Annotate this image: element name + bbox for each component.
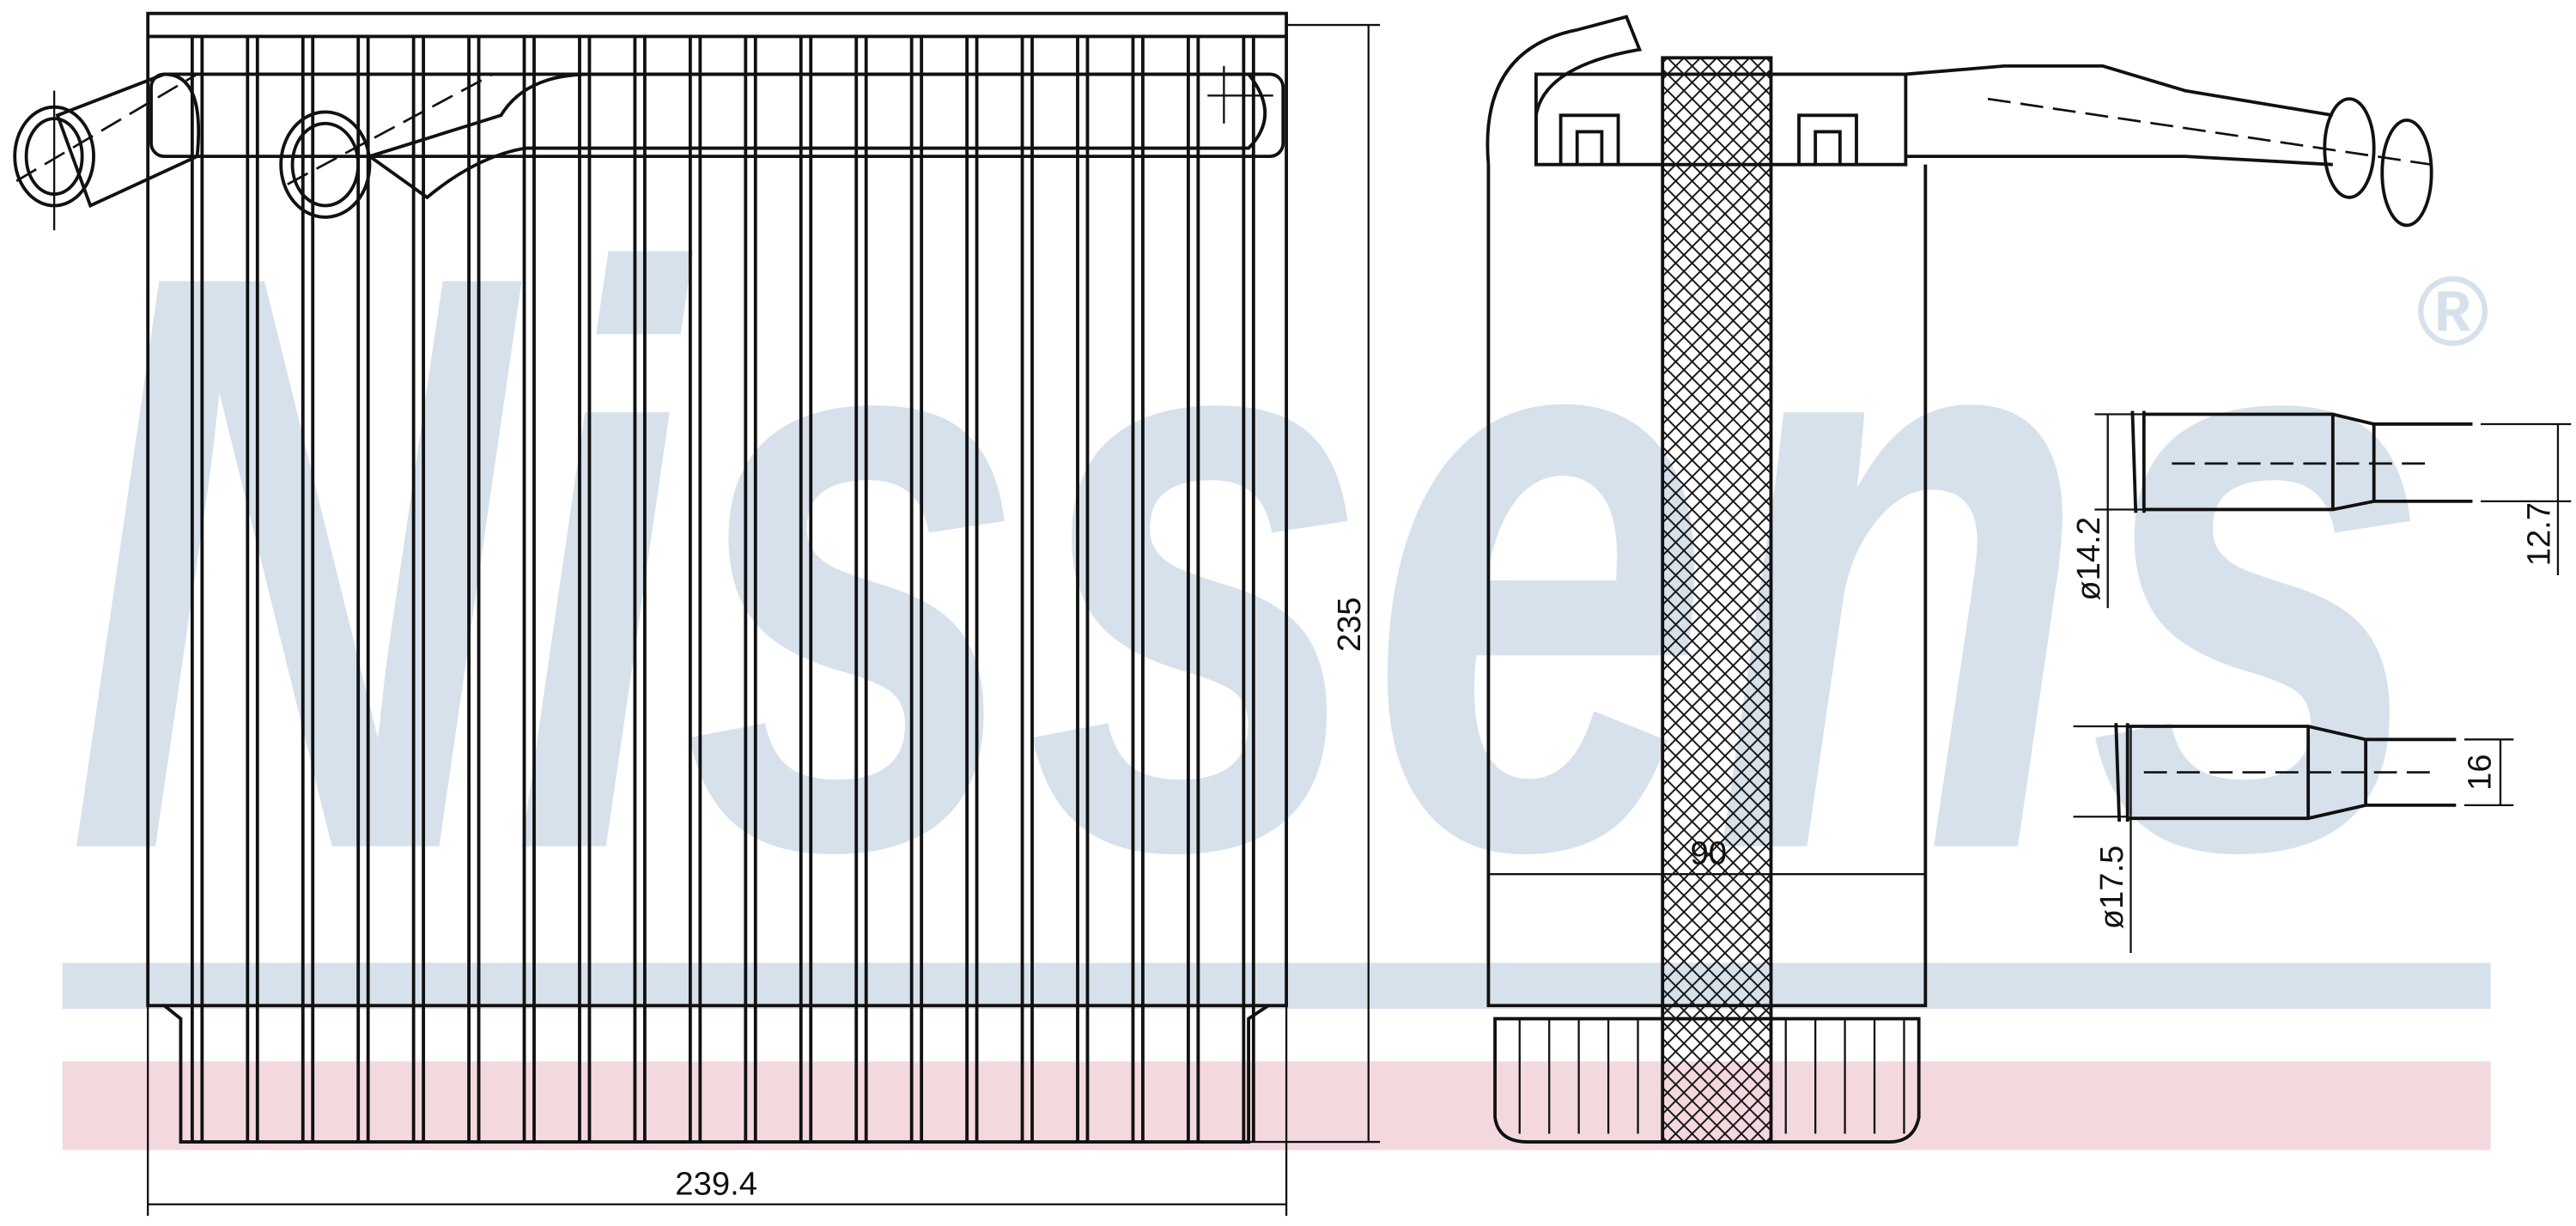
registered-mark: ®	[2415, 257, 2488, 367]
evaporator-tubes	[190, 36, 1255, 1143]
width-dimension: 239.4	[675, 1165, 757, 1202]
evaporator-front-view: 235 239.4	[13, 11, 1381, 1217]
pipe-large-inner-diameter: 16	[2462, 754, 2499, 791]
watermark-blue-band	[62, 962, 2491, 1010]
pipe-small-inner-diameter: 12.7	[2520, 502, 2557, 566]
watermark: Nissens ®	[62, 103, 2491, 1150]
side-pipes	[1905, 64, 2433, 228]
evaporator-side-view: 90	[1485, 15, 2433, 1144]
pipe-detail-large: ø17.5 16	[2073, 723, 2514, 954]
pipe-small-outer-diameter: ø14.2	[2070, 517, 2107, 601]
height-dimension: 235	[1331, 597, 1368, 652]
pipe-large-outer-diameter: ø17.5	[2093, 846, 2130, 930]
outlet-pipe	[279, 65, 1273, 219]
crosshatch-core	[1661, 56, 1773, 1144]
pipe-detail-small: ø14.2 12.7	[2070, 410, 2572, 609]
depth-dimension: 90	[1691, 835, 1728, 872]
inlet-pipe	[13, 72, 201, 231]
watermark-brand: Nissens	[66, 103, 2432, 1021]
watermark-pink-band	[62, 1061, 2491, 1150]
side-fins	[1518, 1018, 1905, 1134]
